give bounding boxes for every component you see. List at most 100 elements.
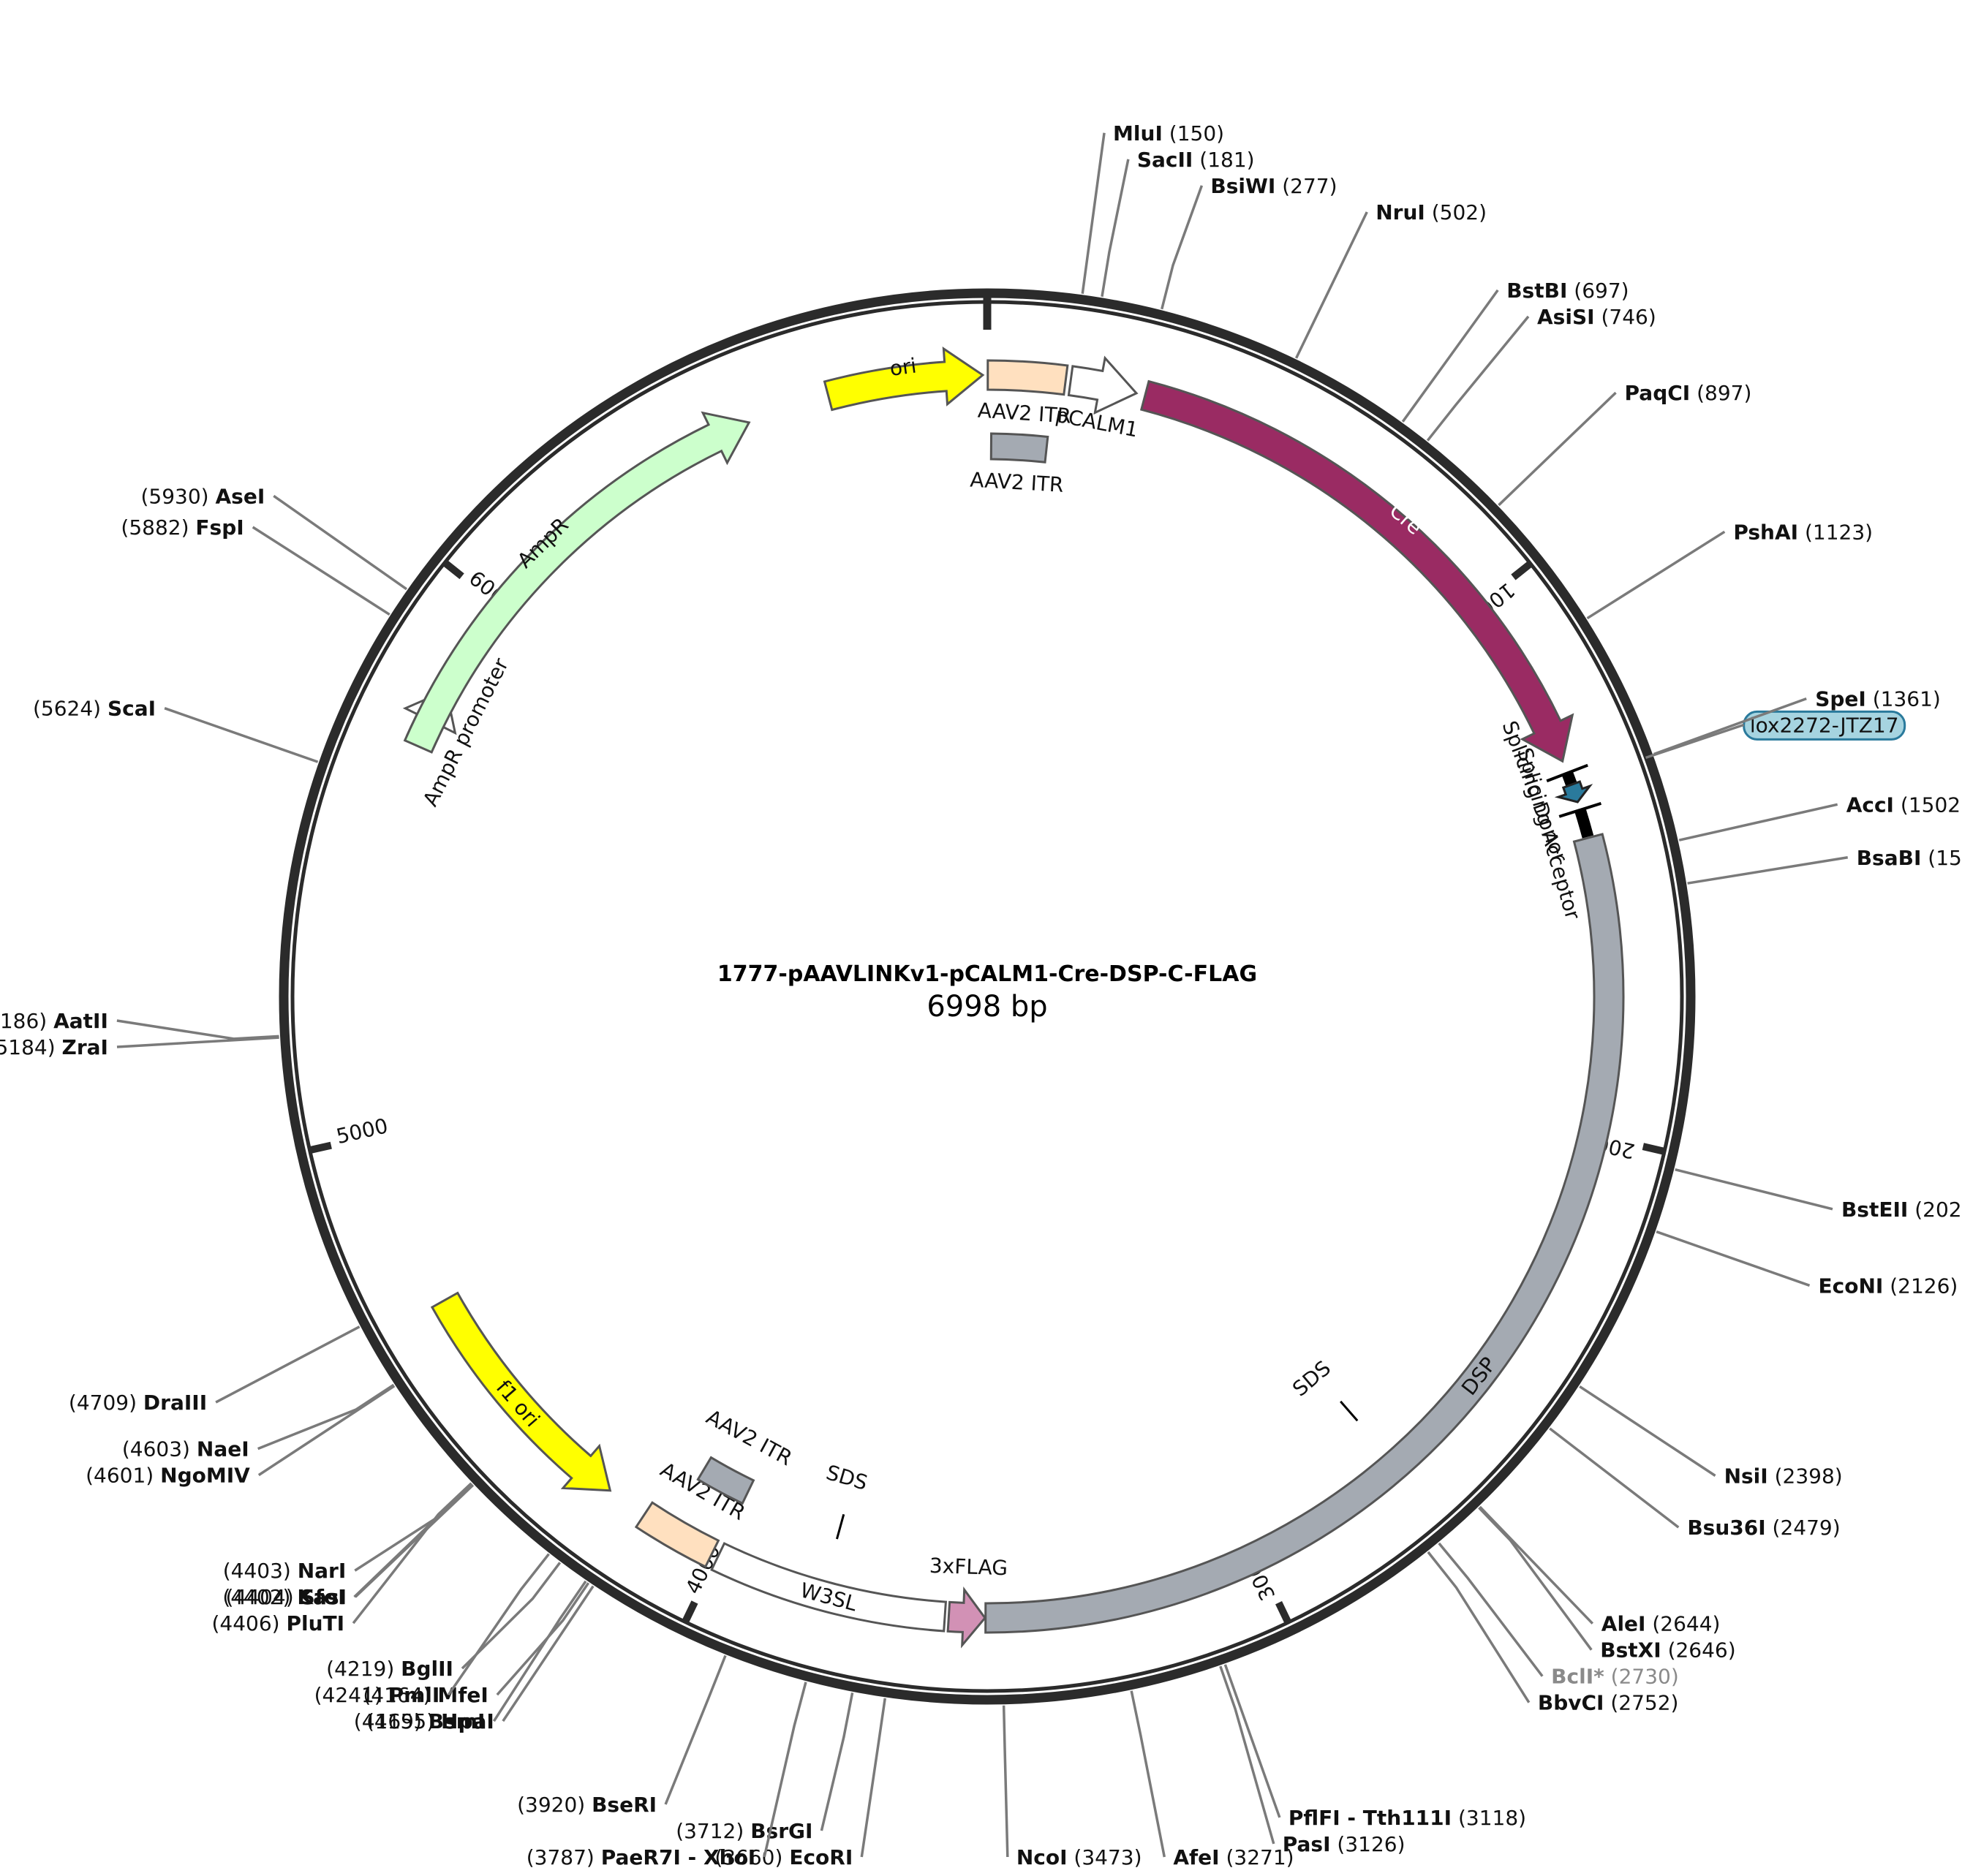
site-bstbi-leader (1401, 289, 1499, 423)
site-paqci-name: PaqCI (1625, 381, 1691, 405)
site-bglii-position: (4219) (326, 1657, 394, 1681)
site-bstbi-label: BstBI (697) (1506, 279, 1629, 303)
site-naei-label: (4603) NaeI (122, 1437, 249, 1461)
site-bstxi-leader (1478, 1506, 1593, 1651)
site-mlui: MluI (150) (1081, 121, 1224, 295)
site-pflfi-tth111i-leader (1223, 1664, 1281, 1818)
site-bsiwi-position: (277) (1282, 174, 1337, 198)
site-sfoi-leader (353, 1483, 473, 1598)
site-hpai-position: (4155) (366, 1709, 434, 1733)
site-bstbi: BstBI (697) (1401, 279, 1629, 423)
tick-mark-4000 (681, 1600, 698, 1625)
site-bsmi: (4169) BsmI (354, 1580, 587, 1733)
site-naei-name: NaeI (197, 1437, 249, 1461)
feature-aav2-itr-8-shape (634, 1501, 720, 1569)
site-nrui: NruI (502) (1294, 200, 1487, 359)
site-pasi-leader (1219, 1665, 1275, 1845)
site-sfoi-label: (4404) SfoI (226, 1585, 346, 1609)
site-spei-label: SpeI (1361) (1815, 687, 1941, 711)
site-bcli: BclI* (2730) (1438, 1542, 1679, 1689)
site-pluti-leader (352, 1482, 472, 1625)
site-hpai-label: (4155) HpaI (366, 1709, 494, 1733)
site-mfei-name: MfeI (437, 1683, 488, 1707)
site-bsiwi-label: BsiWI (277) (1210, 174, 1337, 198)
site-acci: AccI (1502) (1678, 793, 1962, 841)
site-bbvci-position: (2752) (1610, 1691, 1678, 1715)
site-afei-label: AfeI (3271) (1173, 1845, 1294, 1869)
feature-lox2272-jtz17-17: lox2272-JTZ17 (1554, 710, 1906, 803)
site-pasi-label: PasI (3126) (1283, 1832, 1406, 1856)
site-sfoi-position: (4404) (226, 1585, 294, 1609)
site-bsu36i-label: Bsu36I (2479) (1687, 1516, 1840, 1540)
site-fspi-label: (5882) FspI (121, 515, 244, 540)
feature-w3sl-7-shape (710, 1542, 948, 1633)
map-length: 6998 bp (927, 990, 1047, 1024)
site-sacii-label: SacII (181) (1137, 148, 1255, 172)
site-acci-name: AccI (1846, 793, 1894, 817)
site-paqci: PaqCI (897) (1498, 381, 1751, 507)
site-draiii: (4709) DraIII (69, 1325, 361, 1415)
site-nari-label: (4403) NarI (223, 1559, 347, 1583)
site-pmli-label: (4241) PmlI (314, 1683, 440, 1707)
tick-label-5000: 5000 (334, 1113, 390, 1149)
feature-lox2272-jtz17-17-shape (1554, 780, 1593, 803)
site-bsabi-name: BsaBI (1857, 846, 1922, 870)
site-spei-name: SpeI (1815, 687, 1866, 711)
site-bsmi-leader (492, 1580, 587, 1722)
site-paer7i-xhoi-leader (763, 1682, 807, 1858)
feature-ori-12-label: ori (888, 353, 918, 381)
site-pflfi-tth111i-name: PflFI - Tth111I (1288, 1806, 1452, 1830)
site-econi-position: (2126) (1890, 1274, 1958, 1298)
site-bcli-name: BclI* (1551, 1665, 1604, 1689)
site-kasi-label: (4402) KasI (222, 1585, 347, 1609)
feature-3xflag-6-label: 3xFLAG (929, 1554, 1008, 1580)
site-pshai-name: PshAI (1733, 520, 1798, 544)
site-bsrgi-label: (3712) BsrGI (676, 1819, 812, 1843)
site-nsii-position: (2398) (1775, 1464, 1843, 1488)
feature-sds-16-label: SDS (823, 1460, 870, 1495)
site-bbvci-name: BbvCI (1538, 1691, 1604, 1715)
site-pmli: (4241) PmlI (314, 1553, 550, 1707)
feature-dsp-5: DSP (984, 833, 1625, 1634)
site-nrui-position: (502) (1432, 200, 1487, 224)
site-draiii-leader (215, 1325, 361, 1404)
site-ngomiv-position: (4601) (86, 1464, 154, 1488)
site-scai-name: ScaI (107, 697, 156, 721)
site-pluti-position: (4406) (211, 1611, 279, 1635)
site-econi-leader (1656, 1230, 1811, 1287)
site-pflfi-tth111i-label: PflFI - Tth111I (3118) (1288, 1806, 1526, 1830)
site-ncoi: NcoI (3473) (1002, 1705, 1142, 1869)
feature-cre-2-shape (1139, 379, 1574, 763)
site-aatii-position: (5186) (0, 1009, 47, 1033)
site-bsteii-position: (2024) (1914, 1198, 1962, 1222)
site-econi: EcoNI (2126) (1656, 1230, 1958, 1298)
feature-pcalm1-1-shape (1067, 355, 1139, 415)
feature-ori-12-shape (823, 347, 985, 412)
site-scai: (5624) ScaI (33, 697, 319, 763)
site-bglii-name: BglII (401, 1657, 453, 1681)
site-aatii: (5186) AatII (0, 1009, 279, 1040)
site-hpai: (4155) HpaI (366, 1585, 595, 1733)
site-mfei: (4164) MfeI (363, 1582, 590, 1707)
site-scai-leader (164, 707, 319, 763)
site-mfei-leader (496, 1582, 590, 1696)
site-asisi-name: AsiSI (1537, 305, 1595, 329)
feature-sds-15-shape (1340, 1400, 1359, 1422)
tick-mark-3000 (1275, 1601, 1292, 1626)
feature-3xflag-6-shape (946, 1586, 986, 1649)
site-nrui-name: NruI (1376, 200, 1425, 224)
site-bcli-label: BclI* (2730) (1551, 1665, 1679, 1689)
site-draiii-label: (4709) DraIII (69, 1391, 207, 1415)
site-nsii: NsiI (2398) (1579, 1385, 1843, 1488)
site-bstbi-position: (697) (1574, 279, 1629, 303)
site-spei: SpeI (1361) (1653, 687, 1941, 756)
site-aatii-leader (116, 1019, 279, 1040)
site-bsmi-position: (4169) (354, 1709, 422, 1733)
site-ecori-leader (860, 1698, 887, 1858)
site-nari-position: (4403) (223, 1559, 291, 1583)
feature-aav2-itr-13: AAV2 ITR (970, 432, 1064, 497)
site-pasi-name: PasI (1283, 1832, 1331, 1856)
site-alei: AleI (2644) (1479, 1505, 1720, 1636)
site-paer7i-xhoi-position: (3787) (527, 1845, 595, 1869)
